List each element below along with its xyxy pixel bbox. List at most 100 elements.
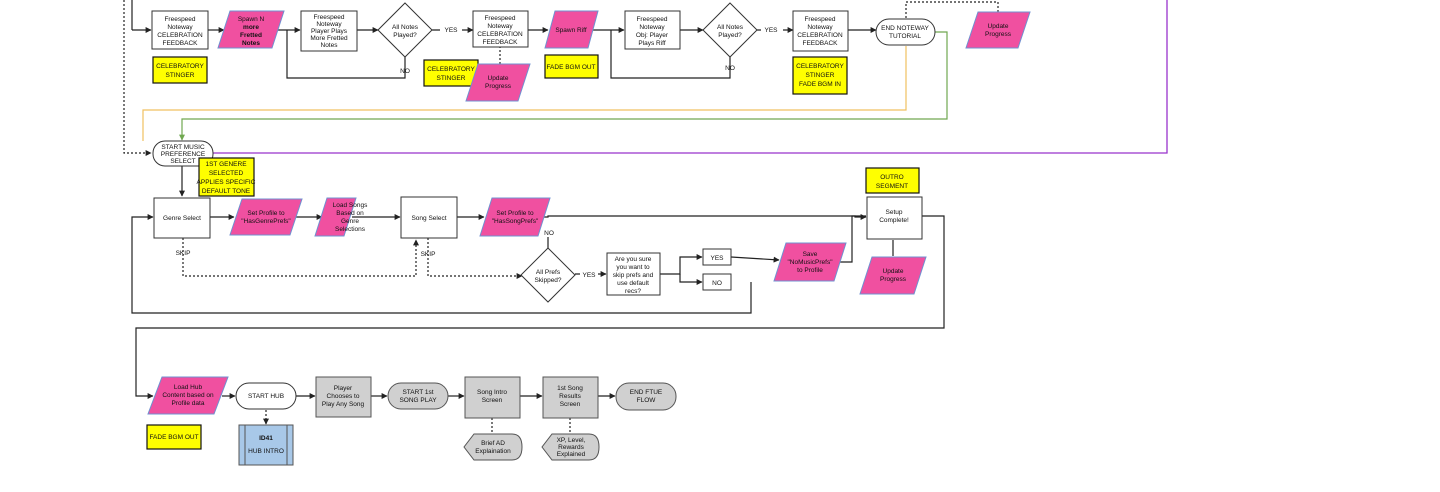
label: START HUB: [248, 393, 284, 400]
label: Played?: [393, 32, 417, 39]
label: Obj: Player: [636, 32, 669, 39]
io-update-progress-1: Update Progress: [465, 63, 531, 102]
label-bg: [580, 269, 598, 279]
label: SELECTED: [209, 170, 244, 177]
edge-decision1-no: [286, 30, 406, 79]
label: recs?: [625, 288, 641, 295]
label: TUTORIAL: [889, 33, 921, 40]
note-first-genre: 1ST GENERE SELECTED APPLIES SPECIFIC DEF…: [197, 157, 256, 197]
label: ID41: [259, 435, 273, 442]
label: you want to: [616, 264, 650, 271]
label: Notes: [242, 40, 260, 47]
label: END FTUE: [630, 389, 663, 396]
edge-label-skip-2: SKIP: [421, 251, 436, 258]
edge-label-yes-1: YES: [444, 27, 458, 34]
label: FEEDBACK: [802, 40, 838, 47]
label: Progress: [985, 31, 1012, 38]
label: Screen: [482, 397, 503, 404]
note-celebratory-stinger-fade: CELEBRATORY STINGER FADE BGM IN: [792, 56, 848, 95]
edge-end-update: [905, 1, 999, 18]
label: OUTRO: [880, 174, 903, 181]
label: DEFAULT TONE: [202, 188, 251, 195]
label: Selections: [335, 226, 366, 233]
label: Load Songs: [333, 202, 368, 209]
io-update-progress-2: Update Progress: [965, 11, 1031, 49]
label: CELEBRATION: [157, 32, 203, 39]
edge-yes-save: [730, 256, 780, 263]
edge-confirm-no: [679, 274, 703, 285]
label: More Fretted: [310, 35, 348, 42]
edge-confirm-yes: [660, 254, 703, 275]
edge-label-yes-3: YES: [582, 272, 596, 279]
label: use default: [617, 280, 649, 287]
label: Player Plays: [311, 28, 348, 35]
label: Spawn N: [238, 16, 265, 23]
label: Update: [988, 23, 1009, 30]
label: "NoMusicPrefs": [787, 259, 833, 266]
label: Load Hub: [174, 384, 203, 391]
label: Progress: [880, 276, 907, 283]
label: Plays Riff: [638, 40, 666, 47]
label: Progress: [485, 83, 512, 90]
label: "HasGenrePrefs": [241, 218, 291, 225]
decision-all-notes-played-2: All Notes Played?: [702, 2, 758, 58]
label: FEEDBACK: [162, 40, 198, 47]
label: XP, Level,: [557, 437, 586, 444]
label: All Notes: [717, 24, 744, 31]
label: YES: [710, 255, 724, 262]
label: CELEBRATORY: [796, 63, 844, 70]
label: 1st Song: [557, 385, 583, 392]
label: Freespeed: [484, 15, 515, 22]
edge-orange-loop: [142, 46, 907, 141]
label: Save: [803, 251, 818, 258]
node-no-box: NO: [702, 273, 732, 291]
label: Song Select: [411, 215, 446, 222]
label: Notes: [321, 42, 339, 49]
node-player-plays-riff: Freespeed Noteway Obj: Player Plays Riff: [624, 10, 681, 50]
io-update-progress-3: Update Progress: [859, 256, 927, 295]
node-celebration-feedback-1: Freespeed Noteway CELEBRATION FEEDBACK: [151, 10, 209, 50]
node-yes-box: YES: [702, 248, 732, 266]
label: Freespeed: [164, 16, 195, 23]
node-celebration-feedback-2: Freespeed Noteway CELEBRATION FEEDBACK: [472, 10, 529, 48]
label: FEEDBACK: [482, 39, 518, 46]
io-save-no-music-prefs: Save "NoMusicPrefs" to Profile: [773, 242, 847, 282]
edge-setup-hub: [135, 215, 945, 399]
label: Explained: [557, 451, 586, 458]
label: FLOW: [637, 397, 657, 404]
label: Played?: [718, 32, 742, 39]
label: 1ST GENERE: [205, 161, 247, 168]
label: Noteway: [807, 24, 833, 31]
node-celebration-feedback-3: Freespeed Noteway CELEBRATION FEEDBACK: [792, 10, 849, 52]
label: All Prefs: [536, 269, 561, 276]
label: SELECT: [170, 158, 195, 165]
label: CELEBRATORY: [156, 63, 204, 70]
edge-label-no-2: NO: [725, 65, 735, 72]
io-load-songs: Load Songs Based on Genre Selections: [314, 197, 368, 237]
note-fade-bgm-out-2: FADE BGM OUT: [146, 424, 202, 450]
label: Freespeed: [804, 16, 835, 23]
label: Genre Select: [163, 215, 201, 222]
label: Setup: [886, 209, 903, 216]
edge-dotted-entry-music: [123, 0, 152, 156]
terminal-start-hub: START HUB: [235, 382, 297, 410]
label: CELEBRATION: [477, 31, 523, 38]
edge-purple-loop: [184, 0, 1168, 157]
edge-setprofile-setup: [538, 214, 867, 220]
label: Set Profile to: [247, 210, 285, 217]
terminal-start-first-song: START 1st SONG PLAY: [387, 382, 449, 410]
label: Noteway: [487, 23, 513, 30]
display-xp-rewards: XP, Level, Rewards Explained: [541, 433, 600, 461]
label: CELEBRATORY: [427, 66, 475, 73]
subprocess-id41-hub-intro: ID41 HUB INTRO: [238, 424, 294, 466]
label: Profile data: [172, 400, 205, 407]
label: Update: [883, 268, 904, 275]
label: Skipped?: [534, 277, 561, 284]
label: Complete!: [879, 217, 909, 224]
label: FADE BGM OUT: [149, 434, 198, 441]
decision-all-prefs-skipped: All Prefs Skipped?: [520, 247, 576, 303]
edge-save-setup: [836, 215, 866, 263]
label: APPLIES SPECIFIC: [197, 179, 256, 186]
edge-label-skip-1: SKIP: [176, 250, 191, 257]
